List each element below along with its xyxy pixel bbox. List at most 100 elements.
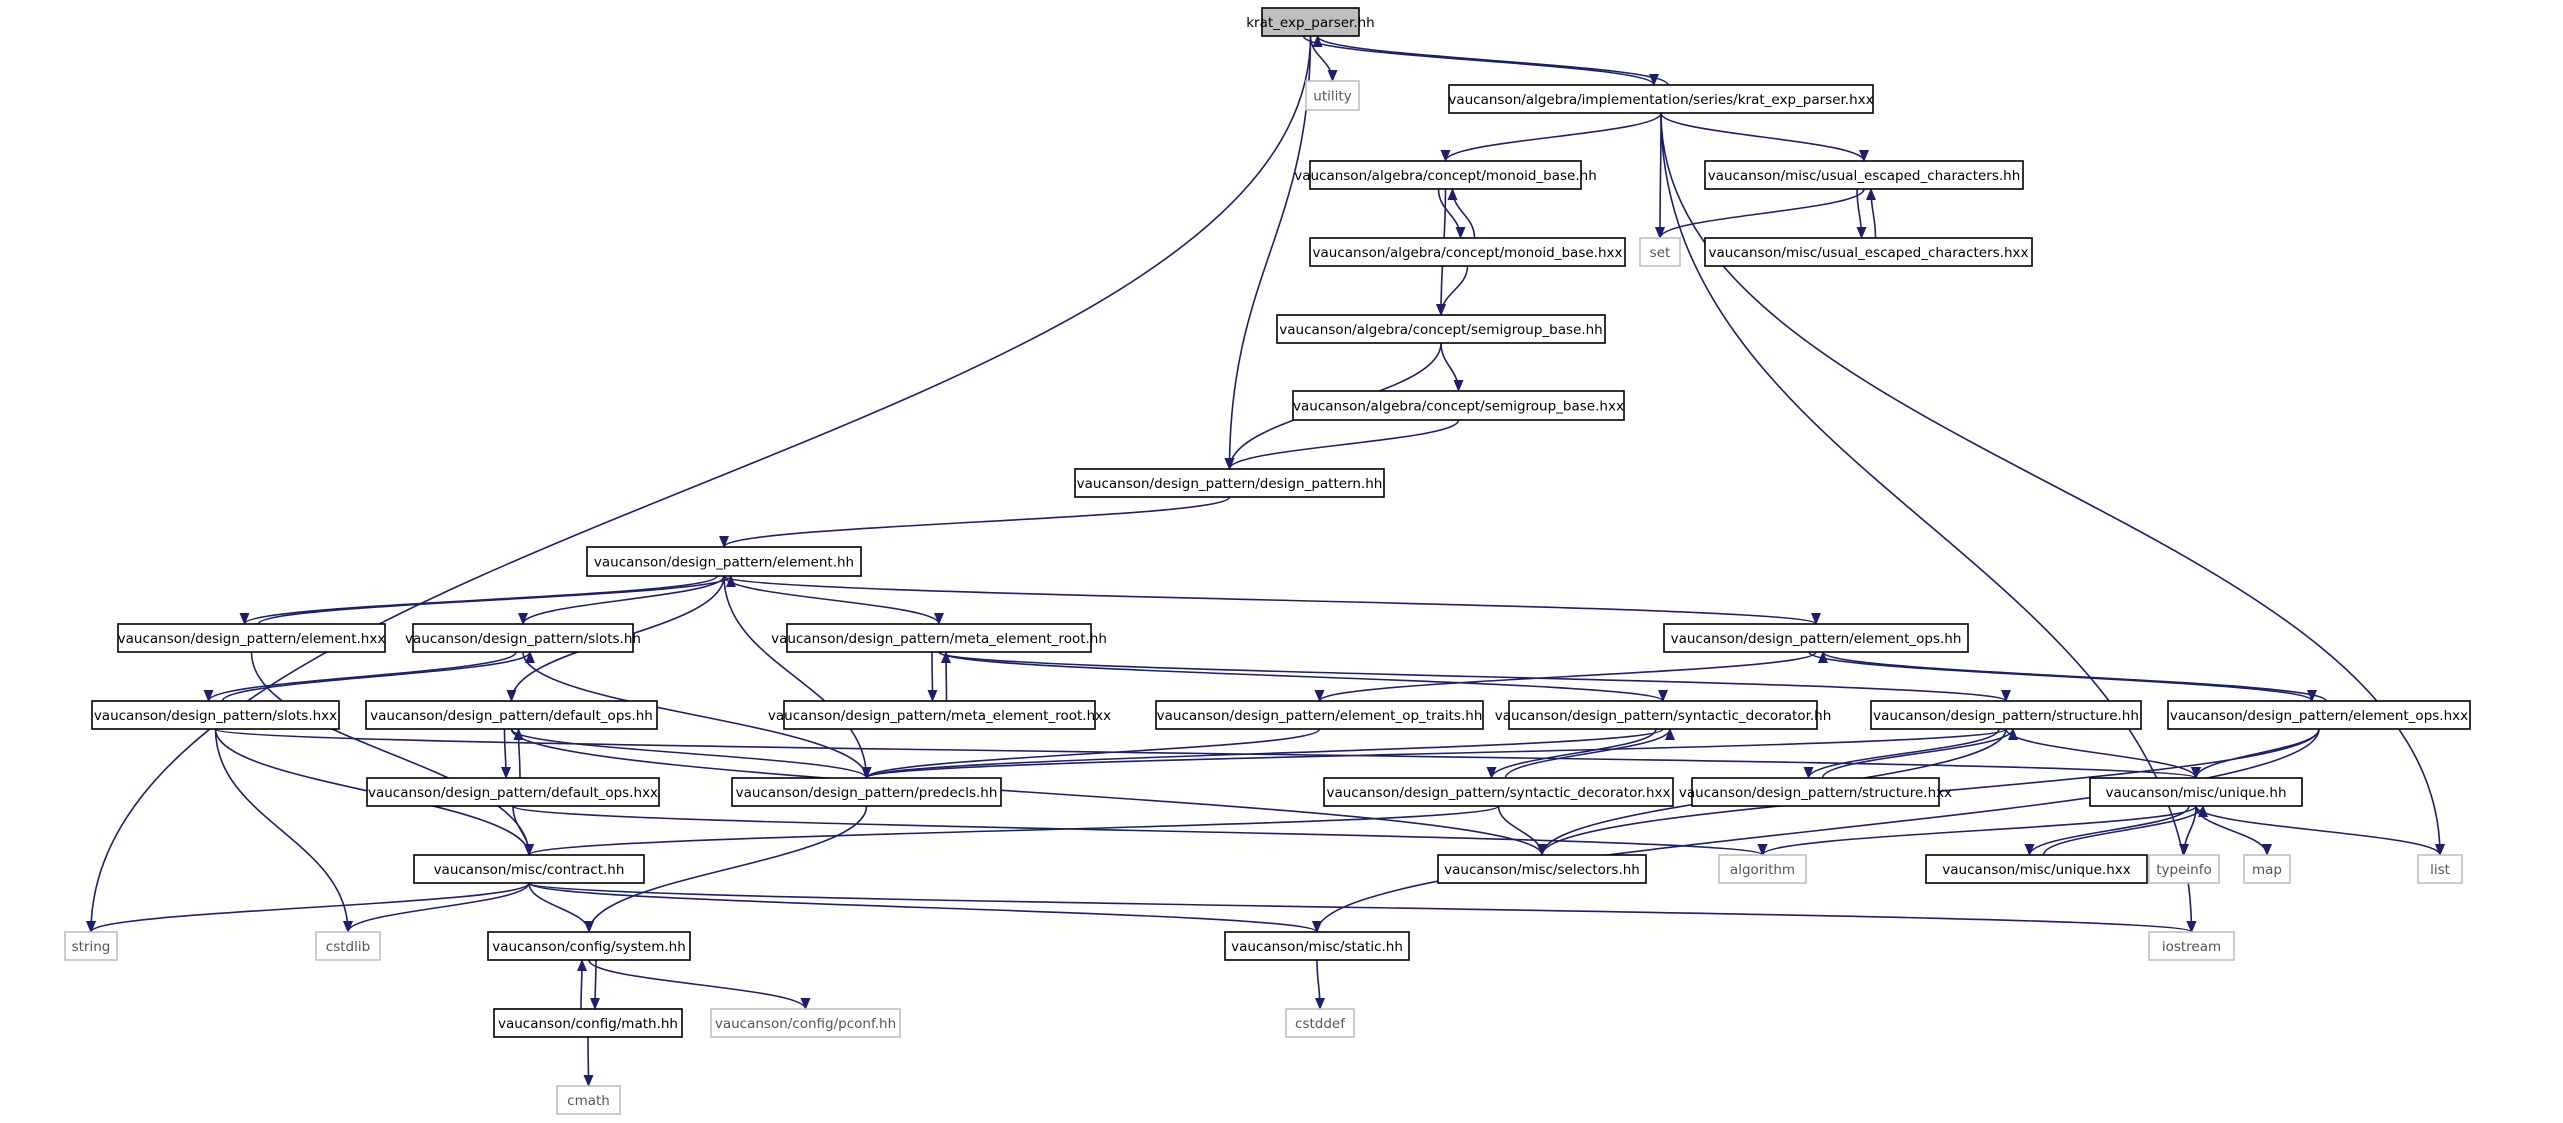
node-math[interactable]: vaucanson/config/math.hh xyxy=(493,1008,683,1038)
edge-slots_hh-to-predecls xyxy=(522,651,872,779)
edge-slots_hxx-to-cstdlib xyxy=(214,728,353,933)
node-unique_hxx[interactable]: vaucanson/misc/unique.hxx xyxy=(1925,854,2148,884)
node-pconf[interactable]: vaucanson/config/pconf.hh xyxy=(710,1008,901,1038)
node-box xyxy=(2089,777,2303,807)
edge-element_hh-to-eops_hh xyxy=(723,575,1821,625)
edge-usual_hxx-to-usual_hh xyxy=(1866,188,1877,239)
node-sdec_hxx[interactable]: vaucanson/design_pattern/syntactic_decor… xyxy=(1323,777,1674,807)
node-box xyxy=(1704,160,2024,190)
edge-monoid_hxx-to-semigroup_hh xyxy=(1436,265,1469,316)
node-eops_hxx[interactable]: vaucanson/design_pattern/element_ops.hxx xyxy=(2167,700,2471,730)
node-dp_hh[interactable]: vaucanson/design_pattern/design_pattern.… xyxy=(1074,468,1385,498)
node-static[interactable]: vaucanson/misc/static.hh xyxy=(1224,931,1410,961)
node-label: vaucanson/design_pattern/default_ops.hh xyxy=(370,708,653,724)
node-utility[interactable]: utility xyxy=(1305,80,1360,111)
node-system[interactable]: vaucanson/config/system.hh xyxy=(487,931,691,961)
node-sdec_hh[interactable]: vaucanson/design_pattern/syntactic_decor… xyxy=(1495,700,1832,730)
node-box xyxy=(487,931,691,961)
node-series_hxx[interactable]: vaucanson/algebra/implementation/series/… xyxy=(1448,84,1874,114)
node-cmath[interactable]: cmath xyxy=(556,1085,621,1115)
node-unique_hh[interactable]: vaucanson/misc/unique.hh xyxy=(2089,777,2303,807)
edge-unique_hh-to-map xyxy=(2195,805,2272,856)
node-list[interactable]: list xyxy=(2417,854,2463,884)
edge-sdec_hxx-to-contract xyxy=(524,805,1500,856)
node-label: string xyxy=(72,939,111,955)
node-mer_hxx[interactable]: vaucanson/design_pattern/meta_element_ro… xyxy=(768,700,1111,730)
edges-layer xyxy=(86,35,2445,1087)
node-label: vaucanson/algebra/concept/semigroup_base… xyxy=(1293,399,1624,415)
edge-usual_hh-to-usual_hxx xyxy=(1856,188,1867,239)
node-usual_hxx[interactable]: vaucanson/misc/usual_escaped_characters.… xyxy=(1704,237,2033,267)
edge-eops_hxx-to-eops_hh xyxy=(1818,651,2327,702)
edge-series_hxx-to-list xyxy=(1660,112,2445,856)
edge-semigroup_hh-to-semigroup_hxx xyxy=(1440,342,1464,392)
edge-static-to-cstddef xyxy=(1314,959,1325,1010)
node-semigroup_hh[interactable]: vaucanson/algebra/concept/semigroup_base… xyxy=(1276,314,1606,344)
edge-contract-to-system xyxy=(528,882,594,933)
node-eops_hh[interactable]: vaucanson/design_pattern/element_ops.hh xyxy=(1663,623,1969,653)
node-label: vaucanson/design_pattern/element.hh xyxy=(594,555,854,571)
node-label: list xyxy=(2430,862,2450,878)
node-monoid_hxx[interactable]: vaucanson/algebra/concept/monoid_base.hx… xyxy=(1309,237,1626,267)
node-box xyxy=(2167,700,2471,730)
edge-contract-to-string xyxy=(86,882,530,933)
node-box xyxy=(64,931,118,961)
edge-unique_hh-to-list xyxy=(2195,805,2445,856)
node-mer_hh[interactable]: vaucanson/design_pattern/meta_element_ro… xyxy=(771,623,1107,653)
edge-predecls-to-system xyxy=(584,805,868,933)
node-box xyxy=(1718,854,1807,884)
node-box xyxy=(556,1085,621,1115)
node-label: vaucanson/misc/unique.hxx xyxy=(1942,862,2131,878)
node-semigroup_hxx[interactable]: vaucanson/algebra/concept/semigroup_base… xyxy=(1292,390,1625,421)
node-predecls[interactable]: vaucanson/design_pattern/predecls.hh xyxy=(731,777,1002,807)
node-map[interactable]: map xyxy=(2243,854,2291,884)
edge-eopt_hh-to-predecls xyxy=(861,728,1321,779)
node-usual_hh[interactable]: vaucanson/misc/usual_escaped_characters.… xyxy=(1704,160,2024,190)
node-eopt_hh[interactable]: vaucanson/design_pattern/element_op_trai… xyxy=(1155,700,1484,730)
node-monoid_hh[interactable]: vaucanson/algebra/concept/monoid_base.hh xyxy=(1294,160,1597,190)
node-element_hh[interactable]: vaucanson/design_pattern/element.hh xyxy=(586,546,862,577)
edge-eops_hxx-to-unique_hh xyxy=(2191,728,2320,779)
node-box xyxy=(91,700,340,730)
node-label: krat_exp_parser.hh xyxy=(1246,15,1375,31)
node-box xyxy=(315,931,381,961)
node-box xyxy=(783,700,1096,730)
node-struct_hxx[interactable]: vaucanson/design_pattern/structure.hxx xyxy=(1679,777,1952,807)
node-struct_hh[interactable]: vaucanson/design_pattern/structure.hh xyxy=(1870,700,2142,730)
node-label: vaucanson/config/system.hh xyxy=(492,939,686,955)
node-box xyxy=(586,546,862,577)
node-dops_hh[interactable]: vaucanson/design_pattern/default_ops.hh xyxy=(365,700,658,730)
node-box xyxy=(1639,237,1681,267)
edge-dops_hxx-to-algorithm xyxy=(512,805,1767,856)
node-set[interactable]: set xyxy=(1639,237,1681,267)
node-label: cstdlib xyxy=(326,939,370,955)
node-slots_hxx[interactable]: vaucanson/design_pattern/slots.hxx xyxy=(91,700,340,730)
edge-series_hxx-to-iostream xyxy=(1660,112,2197,933)
node-root[interactable]: krat_exp_parser.hh xyxy=(1246,7,1375,37)
edge-element_hh-to-predecls xyxy=(723,575,872,779)
node-box xyxy=(1305,80,1360,111)
node-label: vaucanson/design_pattern/meta_element_ro… xyxy=(768,708,1111,724)
node-box xyxy=(731,777,1002,807)
node-label: typeinfo xyxy=(2156,862,2211,878)
node-box xyxy=(1292,390,1625,421)
node-iostream[interactable]: iostream xyxy=(2148,931,2235,961)
node-algorithm[interactable]: algorithm xyxy=(1718,854,1807,884)
edge-usual_hh-to-set xyxy=(1655,188,1865,239)
node-slots_hh[interactable]: vaucanson/design_pattern/slots.hh xyxy=(405,623,641,653)
node-label: vaucanson/misc/selectors.hh xyxy=(1444,862,1640,878)
node-element_hxx[interactable]: vaucanson/design_pattern/element.hxx xyxy=(117,623,386,653)
edge-root-to-series_hxx xyxy=(1302,35,1659,86)
node-cstdlib[interactable]: cstdlib xyxy=(315,931,381,961)
node-box xyxy=(1448,84,1874,114)
node-label: vaucanson/design_pattern/element_ops.hxx xyxy=(2170,708,2468,724)
node-dops_hxx[interactable]: vaucanson/design_pattern/default_ops.hxx xyxy=(366,777,660,807)
node-contract[interactable]: vaucanson/misc/contract.hh xyxy=(413,854,645,884)
node-selectors[interactable]: vaucanson/misc/selectors.hh xyxy=(1437,854,1647,884)
node-cstddef[interactable]: cstddef xyxy=(1285,1008,1355,1038)
node-string[interactable]: string xyxy=(64,931,118,961)
node-box xyxy=(1285,1008,1355,1038)
edge-dops_hh-to-predecls xyxy=(510,728,872,779)
node-box xyxy=(2243,854,2291,884)
node-typeinfo[interactable]: typeinfo xyxy=(2148,854,2220,884)
